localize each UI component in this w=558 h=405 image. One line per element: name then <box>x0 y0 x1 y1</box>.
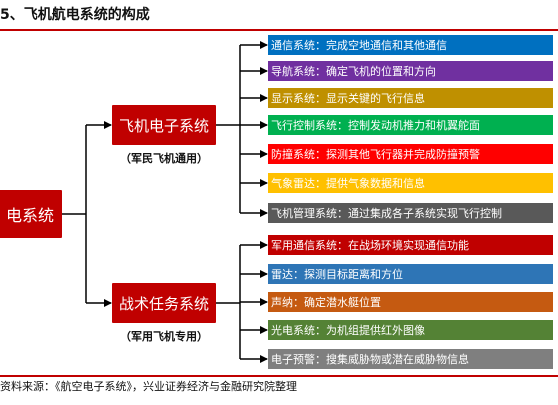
leaf-collision-avoidance-system: 防撞系统：探测其他飞行器并完成防撞预警 <box>268 144 553 164</box>
leaf-electronic-warning: 电子预警：搜集威胁物或潜在威胁物信息 <box>268 349 553 369</box>
branch-node-tactical-mission-system: 战术任务系统 <box>112 283 216 323</box>
leaf-communication-system: 通信系统：完成空地通信和其他通信 <box>268 35 553 55</box>
leaf-display-system: 显示系统：显示关键的飞行信息 <box>268 88 553 108</box>
root-node-avionics-system: 电系统 <box>0 190 62 238</box>
leaf-radar: 雷达：探测目标距离和方位 <box>268 264 553 284</box>
branch-caption-civil-military: （军民飞机通用） <box>120 152 208 165</box>
leaf-military-communication-system: 军用通信系统：在战场环境实现通信功能 <box>268 235 553 255</box>
top-divider <box>0 29 558 31</box>
source-note: 资料来源：《航空电子系统》，兴业证券经济与金融研究院整理 <box>0 380 297 393</box>
bottom-divider <box>0 375 558 377</box>
leaf-flight-control-system: 飞行控制系统：控制发动机推力和机翼舵面 <box>268 115 553 135</box>
leaf-sonar: 声纳：确定潜水艇位置 <box>268 292 553 312</box>
leaf-weather-radar: 气象雷达：提供气象数据和信息 <box>268 173 553 193</box>
leaf-navigation-system: 导航系统：确定飞机的位置和方向 <box>268 61 553 81</box>
figure-title: 5、飞机航电系统的构成 <box>0 7 150 23</box>
branch-node-aircraft-electronic-system: 飞机电子系统 <box>112 105 216 145</box>
leaf-electro-optical-system: 光电系统：为机组提供红外图像 <box>268 320 553 340</box>
branch-caption-military-only: （军用飞机专用） <box>120 330 208 343</box>
leaf-aircraft-management-system: 飞机管理系统：通过集成各子系统实现飞行控制 <box>268 203 553 223</box>
